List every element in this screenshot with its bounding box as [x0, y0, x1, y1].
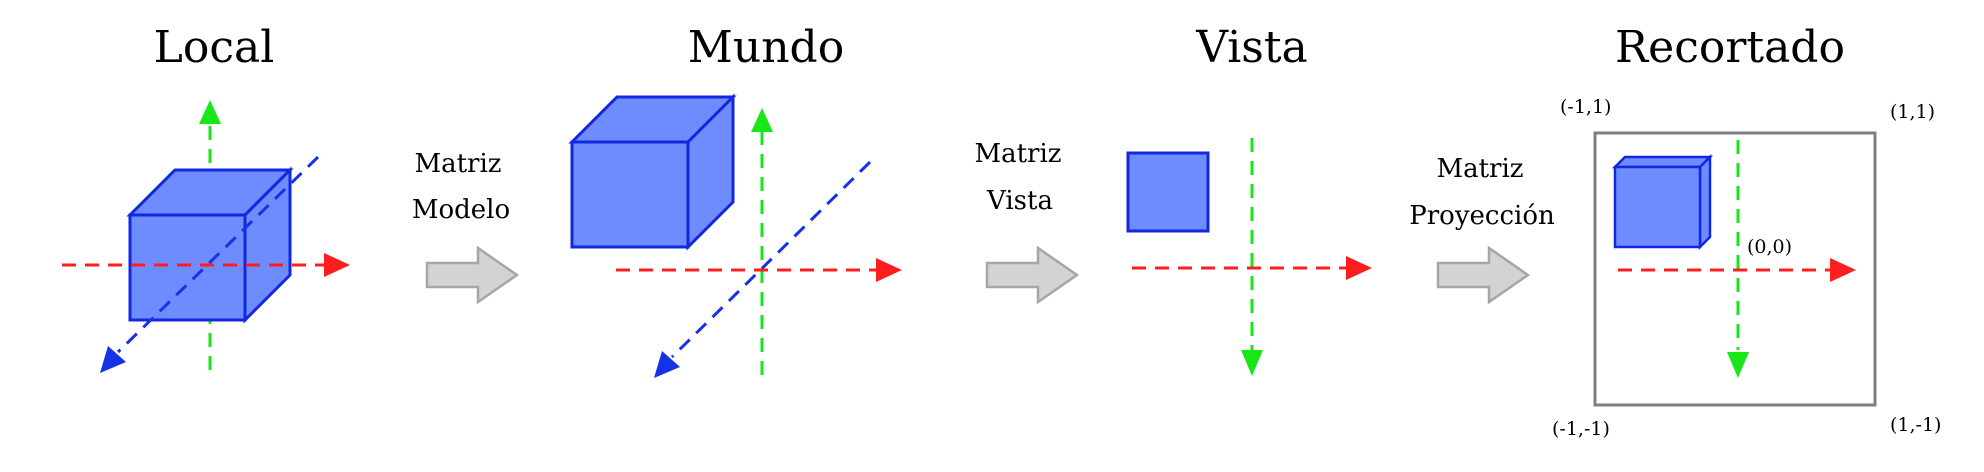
transform-label-vista-line1: Matriz — [974, 139, 1061, 169]
transform-label-modelo-line1: Matriz — [414, 149, 501, 179]
vista-y-arrowhead — [1241, 350, 1263, 376]
mundo-x-arrowhead — [876, 258, 902, 282]
origin-label: (0,0) — [1747, 236, 1792, 258]
transform-label-proyeccion-line2: Proyección — [1409, 201, 1555, 231]
transform-label-modelo-line2: Modelo — [412, 195, 510, 225]
vista-square — [1126, 151, 1210, 233]
stage-title-local: Local — [154, 22, 275, 73]
local-panel — [62, 100, 350, 373]
corner-label-bottom-left: (-1,-1) — [1552, 418, 1610, 440]
vista-x-arrowhead — [1346, 256, 1372, 280]
corner-label-top-right: (1,1) — [1890, 101, 1935, 123]
stage-title-mundo: Mundo — [688, 22, 844, 73]
transform-label-vista-line2: Vista — [986, 186, 1053, 216]
vista-panel — [1126, 138, 1372, 376]
local-cube — [126, 166, 294, 324]
recortado-y-arrowhead — [1727, 352, 1749, 378]
recortado-x-arrowhead — [1830, 258, 1856, 282]
mundo-cube — [568, 93, 737, 251]
recortado-cube — [1611, 153, 1714, 251]
transform-arrow-vista — [985, 245, 1080, 305]
clip-frame — [1593, 131, 1877, 407]
corner-label-bottom-right: (1,-1) — [1890, 414, 1941, 436]
local-z-arrowhead — [100, 346, 126, 373]
transform-label-proyeccion-line1: Matriz — [1436, 154, 1523, 184]
local-z-axis — [116, 155, 320, 354]
stage-title-vista: Vista — [1195, 22, 1308, 73]
stage-title-recortado: Recortado — [1615, 22, 1845, 73]
corner-label-top-left: (-1,1) — [1560, 96, 1611, 118]
recortado-panel: (-1,1) (1,1) (-1,-1) (1,-1) (0,0) — [1552, 96, 1941, 440]
local-y-arrowhead — [199, 100, 221, 124]
mundo-panel — [568, 93, 902, 378]
local-x-arrowhead — [324, 253, 350, 277]
mundo-z-arrowhead — [654, 351, 680, 378]
transform-arrow-proyeccion — [1436, 245, 1531, 305]
mundo-z-axis — [670, 160, 872, 359]
transform-arrow-modelo — [425, 245, 520, 305]
mundo-y-arrowhead — [751, 108, 773, 132]
